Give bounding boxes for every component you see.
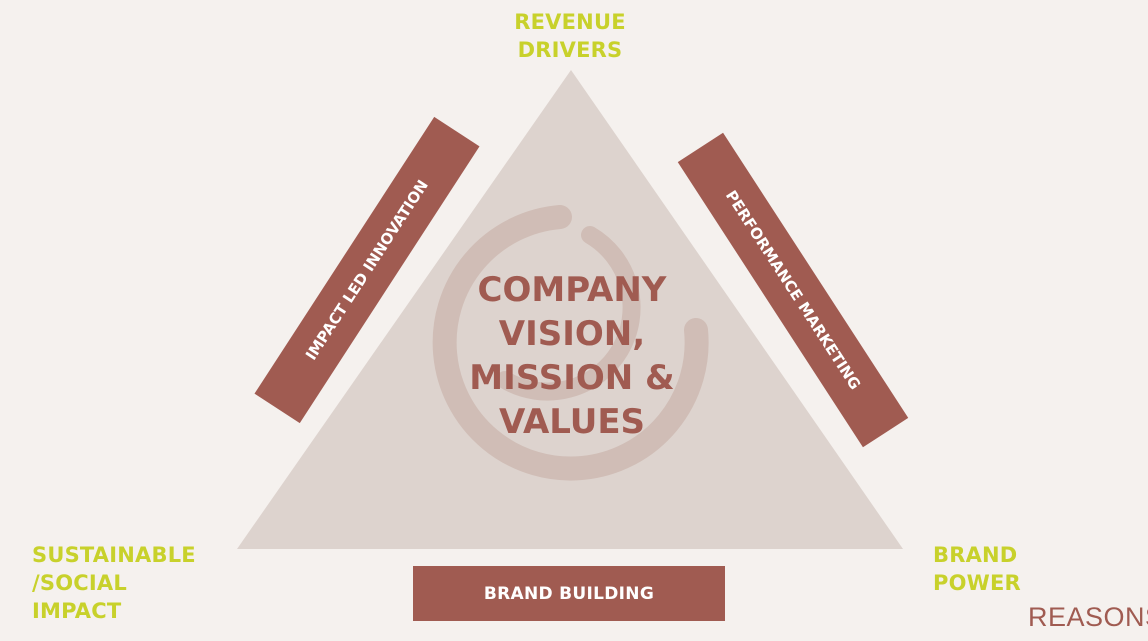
corner-label-line: /SOCIAL (32, 571, 127, 595)
corner-label-line: SUSTAINABLE (32, 543, 196, 567)
corner-label-line: REVENUE (514, 10, 626, 34)
corner-label-revenue-drivers: REVENUE DRIVERS (480, 8, 660, 64)
swirl-watermark-icon (432, 205, 709, 481)
reasons-logo: REASONS (1028, 602, 1148, 632)
center-title-line: COMPANY (477, 270, 667, 310)
corner-label-line: IMPACT (32, 599, 122, 623)
side-bar-brand-building: BRAND BUILDING (413, 566, 725, 621)
triangle-shape (237, 70, 903, 549)
center-title-line: VISION, (498, 314, 646, 354)
corner-label-line: POWER (933, 571, 1021, 595)
center-title-line: VALUES (498, 402, 646, 442)
corner-label-line: DRIVERS (517, 38, 623, 62)
corner-label-line: BRAND (933, 543, 1018, 567)
center-title-line: MISSION & (469, 358, 675, 398)
corner-label-brand-power: BRAND POWER (933, 541, 1021, 597)
center-title: COMPANY VISION, MISSION & VALUES (432, 268, 712, 444)
corner-label-sustainable-social-impact: SUSTAINABLE /SOCIAL IMPACT (32, 541, 196, 625)
